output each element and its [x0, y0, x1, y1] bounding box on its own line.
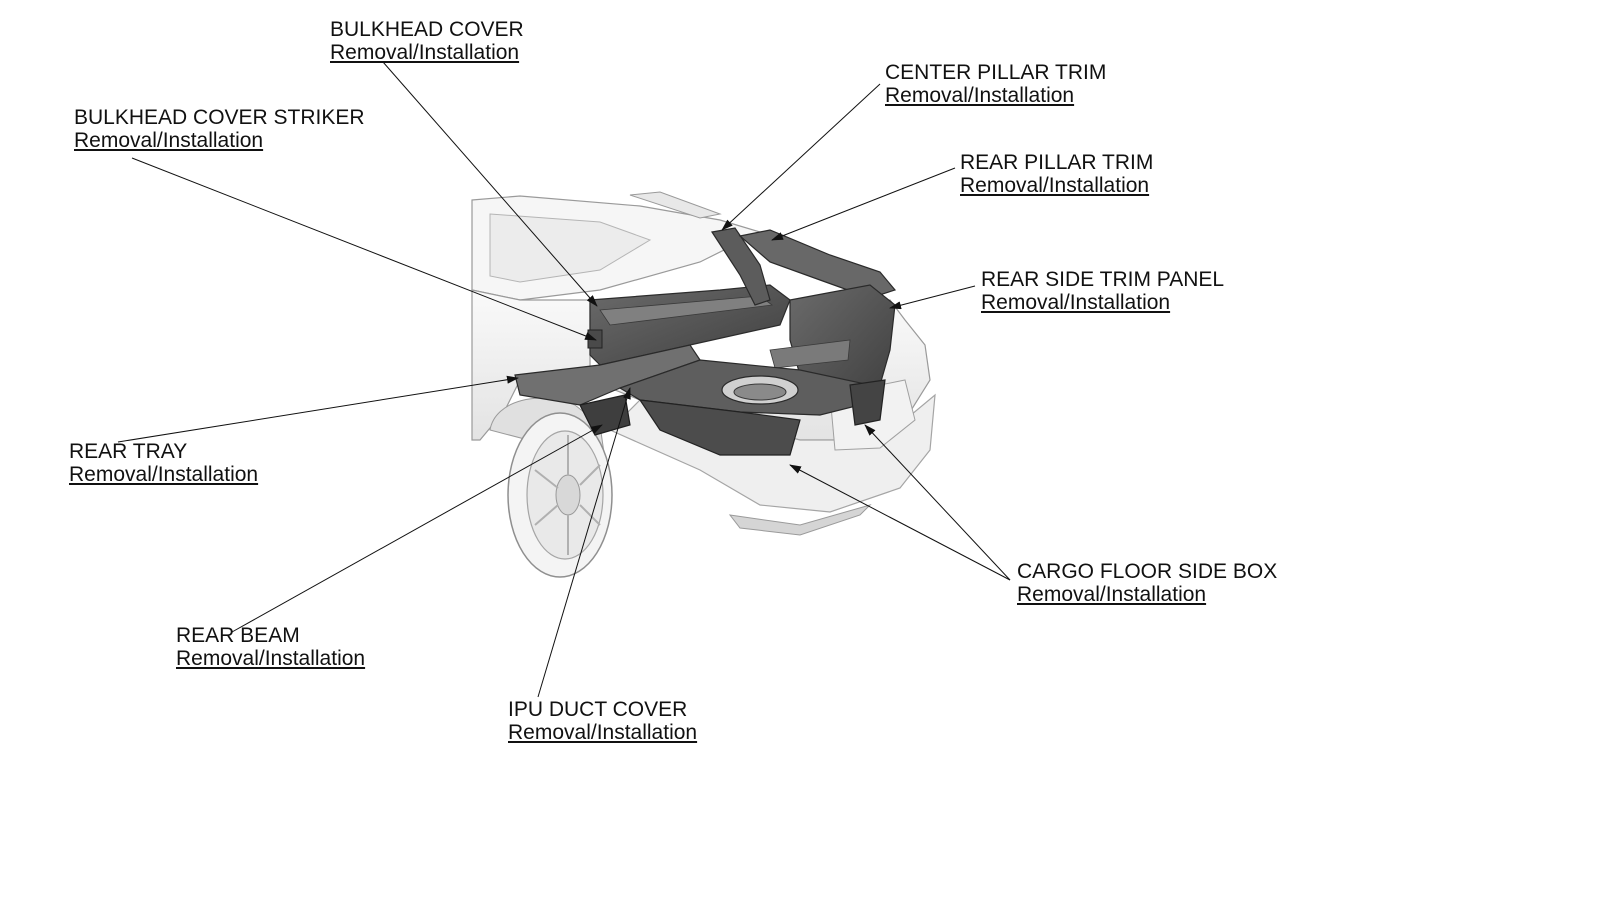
leader-rear-tray: [117, 375, 519, 443]
callout-rear-beam: REAR BEAM Removal/Installation: [176, 624, 365, 670]
part-name-rear-pillar-trim: REAR PILLAR TRIM: [960, 151, 1154, 174]
callout-rear-pillar-trim: REAR PILLAR TRIM Removal/Installation: [960, 151, 1153, 197]
part-name-ipu-duct-cover: IPU DUCT COVER: [508, 698, 688, 721]
leader-bulkhead-cover: [382, 61, 598, 307]
callout-cargo-floor-side-box: CARGO FLOOR SIDE BOX Removal/Installatio…: [1017, 560, 1277, 606]
leader-lines: [117, 61, 1011, 698]
part-name-cargo-floor-side-box: CARGO FLOOR SIDE BOX: [1017, 560, 1278, 583]
link-ipu-duct-cover-removal[interactable]: Removal/Installation: [508, 721, 698, 744]
link-rear-tray-removal[interactable]: Removal/Installation: [69, 463, 259, 486]
leader-bulkhead-cover-striker: [131, 157, 597, 341]
leader-rear-side-trim-panel: [889, 285, 976, 310]
callout-bulkhead-cover: BULKHEAD COVER Removal/Installation: [330, 18, 524, 64]
leader-cargo-floor-side-box-b: [789, 464, 1011, 581]
callout-bulkhead-cover-striker: BULKHEAD COVER STRIKER Removal/Installat…: [74, 106, 365, 152]
part-name-rear-tray: REAR TRAY: [69, 440, 188, 463]
callout-rear-side-trim-panel: REAR SIDE TRIM PANEL Removal/Installatio…: [981, 268, 1224, 314]
link-rear-beam-removal[interactable]: Removal/Installation: [176, 647, 366, 670]
callout-rear-tray: REAR TRAY Removal/Installation: [69, 440, 258, 486]
callout-ipu-duct-cover: IPU DUCT COVER Removal/Installation: [508, 698, 697, 744]
leader-center-pillar-trim: [721, 83, 881, 231]
link-bulkhead-cover-striker-removal[interactable]: Removal/Installation: [74, 129, 264, 152]
callout-center-pillar-trim: CENTER PILLAR TRIM Removal/Installation: [885, 61, 1106, 107]
leader-cargo-floor-side-box-a: [864, 424, 1011, 581]
leader-ipu-duct-cover: [537, 387, 631, 698]
part-name-bulkhead-cover-striker: BULKHEAD COVER STRIKER: [74, 106, 365, 129]
link-center-pillar-trim-removal[interactable]: Removal/Installation: [885, 84, 1075, 107]
part-name-rear-beam: REAR BEAM: [176, 624, 300, 647]
link-cargo-floor-side-box-removal[interactable]: Removal/Installation: [1017, 583, 1207, 606]
part-name-center-pillar-trim: CENTER PILLAR TRIM: [885, 61, 1107, 84]
link-rear-side-trim-panel-removal[interactable]: Removal/Installation: [981, 291, 1171, 314]
leader-rear-pillar-trim: [771, 167, 956, 241]
leader-rear-beam: [231, 424, 603, 633]
link-rear-pillar-trim-removal[interactable]: Removal/Installation: [960, 174, 1150, 197]
part-name-rear-side-trim-panel: REAR SIDE TRIM PANEL: [981, 268, 1225, 291]
interior-trim: [514, 227, 897, 456]
link-bulkhead-cover-removal[interactable]: Removal/Installation: [330, 41, 520, 64]
part-name-bulkhead-cover: BULKHEAD COVER: [330, 18, 524, 41]
